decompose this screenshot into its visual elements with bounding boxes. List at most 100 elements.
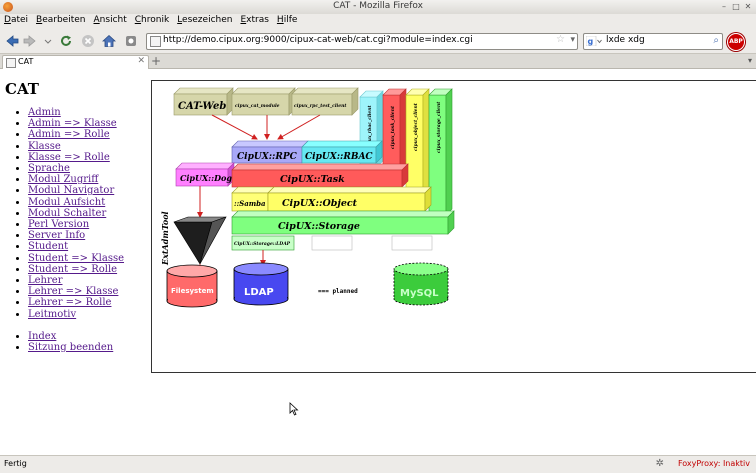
list-item: Klasse => Rolle — [28, 152, 124, 163]
page-favicon — [150, 36, 161, 47]
foxyproxy-status[interactable]: FoxyProxy: Inaktiv — [677, 459, 750, 468]
cat-web-box: CAT-Web — [173, 87, 234, 116]
menu-bar: Datei Bearbeiten Ansicht Chronik Lesezei… — [0, 14, 756, 29]
extadmtool-funnel — [173, 216, 227, 265]
back-button[interactable] — [4, 33, 20, 49]
link-student[interactable]: Student — [28, 241, 69, 253]
url-bar[interactable]: http://demo.cipux.org:9000/cipux-cat-web… — [146, 33, 578, 50]
tab-list-icon[interactable]: ▾ — [747, 56, 752, 65]
stop-icon — [82, 35, 94, 47]
link-lehrer-rolle[interactable]: Lehrer => Rolle — [28, 297, 112, 309]
link-perl-version[interactable]: Perl Version — [28, 219, 90, 231]
search-icon[interactable]: ⌕ — [713, 35, 719, 46]
storage-ldap-label: CipUX::Storage::LDAP — [234, 241, 291, 247]
menu-bearbeiten[interactable]: Bearbeiten — [36, 15, 86, 25]
menu-hilfe[interactable]: Hilfe — [276, 15, 298, 25]
planned-legend: === planned — [318, 288, 358, 295]
filesystem-cylinder: Filesystem — [166, 264, 218, 308]
cipux-task-box: CipUX::Task — [231, 163, 409, 188]
arrows-to-rpc — [211, 114, 321, 140]
url-dropdown-icon[interactable]: ▾ — [570, 35, 575, 45]
menu-lesezeichen[interactable]: Lesezeichen — [177, 15, 233, 25]
url-text: http://demo.cipux.org:9000/cipux-cat-web… — [163, 35, 473, 45]
bookmark-manager-icon — [126, 36, 136, 46]
forward-dropdown-button[interactable] — [22, 33, 38, 49]
storage-client-label: cipux_storage_client — [436, 101, 442, 153]
foxyproxy-icon[interactable]: ✲ — [655, 458, 664, 469]
bookmark-star-icon[interactable]: ☆ — [556, 34, 565, 45]
cipux-architecture-diagram: cipux_rbac_client cipux_task_client cipu… — [160, 87, 455, 308]
link-modul-aufsicht[interactable]: Modul Aufsicht — [28, 196, 106, 208]
link-student-rolle[interactable]: Student => Rolle — [28, 263, 118, 275]
menu-extras[interactable]: Extras — [240, 15, 269, 25]
search-bar[interactable]: g lxde xdg ⌕ — [583, 33, 723, 50]
list-item: Server Info — [28, 230, 124, 241]
link-admin-klasse[interactable]: Admin => Klasse — [28, 118, 117, 130]
link-klasse[interactable]: Klasse — [28, 140, 61, 152]
menu-datei[interactable]: Datei — [4, 15, 29, 25]
link-lehrer-klasse[interactable]: Lehrer => Klasse — [28, 286, 119, 298]
maximize-icon[interactable]: □ — [732, 2, 740, 11]
close-tab-icon[interactable]: ✕ — [137, 56, 145, 66]
tab-cat[interactable]: CAT ✕ — [2, 55, 149, 69]
link-leitmotiv[interactable]: Leitmotiv — [28, 308, 77, 320]
minimize-icon[interactable]: – — [722, 2, 726, 11]
cipux-cat-module-label: cipux_cat_module — [235, 103, 280, 109]
link-index[interactable]: Index — [28, 331, 57, 342]
adblock-plus-icon[interactable]: ABP — [727, 33, 745, 51]
list-item: Lehrer => Rolle — [28, 297, 124, 308]
history-dropdown-button[interactable] — [40, 33, 56, 49]
back-arrow-icon — [6, 35, 19, 47]
reload-icon — [61, 35, 71, 46]
ldap-cylinder: LDAP — [233, 262, 289, 306]
cipux-storage-label: CipUX::Storage — [278, 221, 360, 232]
list-item: Student — [28, 241, 124, 252]
architecture-diagram-frame: cipux_rbac_client cipux_task_client cipu… — [151, 80, 756, 373]
list-item: Admin — [28, 107, 124, 118]
page-content: CAT Admin Admin => Klasse Admin => Rolle… — [0, 69, 756, 455]
link-server-info[interactable]: Server Info — [28, 230, 86, 242]
list-item: Perl Version — [28, 219, 124, 230]
storage-ldap-box: CipUX::Storage::LDAP — [231, 235, 295, 251]
link-sprache[interactable]: Sprache — [28, 163, 70, 175]
link-admin-rolle[interactable]: Admin => Rolle — [28, 129, 110, 141]
samba-label: ::Samba — [234, 199, 266, 208]
status-bar: Fertig ✲ FoxyProxy: Inaktiv — [0, 455, 756, 473]
samba-box: ::Samba — [231, 186, 275, 212]
bookmarks-button[interactable] — [123, 33, 139, 49]
link-sitzung-beenden[interactable]: Sitzung beenden — [28, 342, 114, 354]
firefox-icon — [3, 2, 13, 12]
link-lehrer[interactable]: Lehrer — [28, 275, 63, 287]
link-admin[interactable]: Admin — [28, 107, 61, 118]
task-client-column: cipux_task_client — [382, 88, 407, 182]
mysql-label: MySQL — [400, 288, 439, 299]
list-item: Modul Aufsicht — [28, 197, 124, 208]
filesystem-label: Filesystem — [171, 287, 214, 295]
rbac-client-label: cipux_rbac_client — [367, 104, 373, 149]
home-button[interactable] — [101, 33, 117, 49]
google-search-engine-icon[interactable]: g — [586, 36, 602, 46]
link-student-klasse[interactable]: Student => Klasse — [28, 252, 125, 264]
page-title: CAT — [5, 80, 39, 98]
tab-favicon — [6, 58, 16, 68]
window-titlebar: CAT - Mozilla Firefox – □ ✕ — [0, 0, 756, 15]
menu-ansicht[interactable]: Ansicht — [93, 15, 127, 25]
reload-button[interactable] — [58, 33, 74, 49]
menu-chronik[interactable]: Chronik — [134, 15, 170, 25]
cipux-rbac-box: CipUX::RBAC — [301, 140, 383, 164]
list-item: Sitzung beenden — [28, 342, 113, 353]
cipux-rpc-box: CipUX::RPC — [231, 140, 309, 164]
forward-arrow-icon — [23, 35, 36, 47]
new-tab-button[interactable]: + — [151, 54, 162, 68]
stop-button[interactable] — [80, 33, 96, 49]
link-klasse-rolle[interactable]: Klasse => Rolle — [28, 151, 110, 163]
ldap-label: LDAP — [244, 287, 274, 298]
list-item: Student => Rolle — [28, 264, 124, 275]
link-modul-zugriff[interactable]: Modul Zugriff — [28, 174, 99, 186]
cipux-rpc-label: CipUX::RPC — [237, 152, 298, 162]
link-modul-navigator[interactable]: Modul Navigator — [28, 185, 115, 197]
tab-bar: CAT ✕ + ▾ — [0, 54, 756, 69]
chevron-down-icon — [44, 39, 52, 44]
close-icon[interactable]: ✕ — [744, 2, 752, 11]
link-modul-schalter[interactable]: Modul Schalter — [28, 207, 107, 219]
